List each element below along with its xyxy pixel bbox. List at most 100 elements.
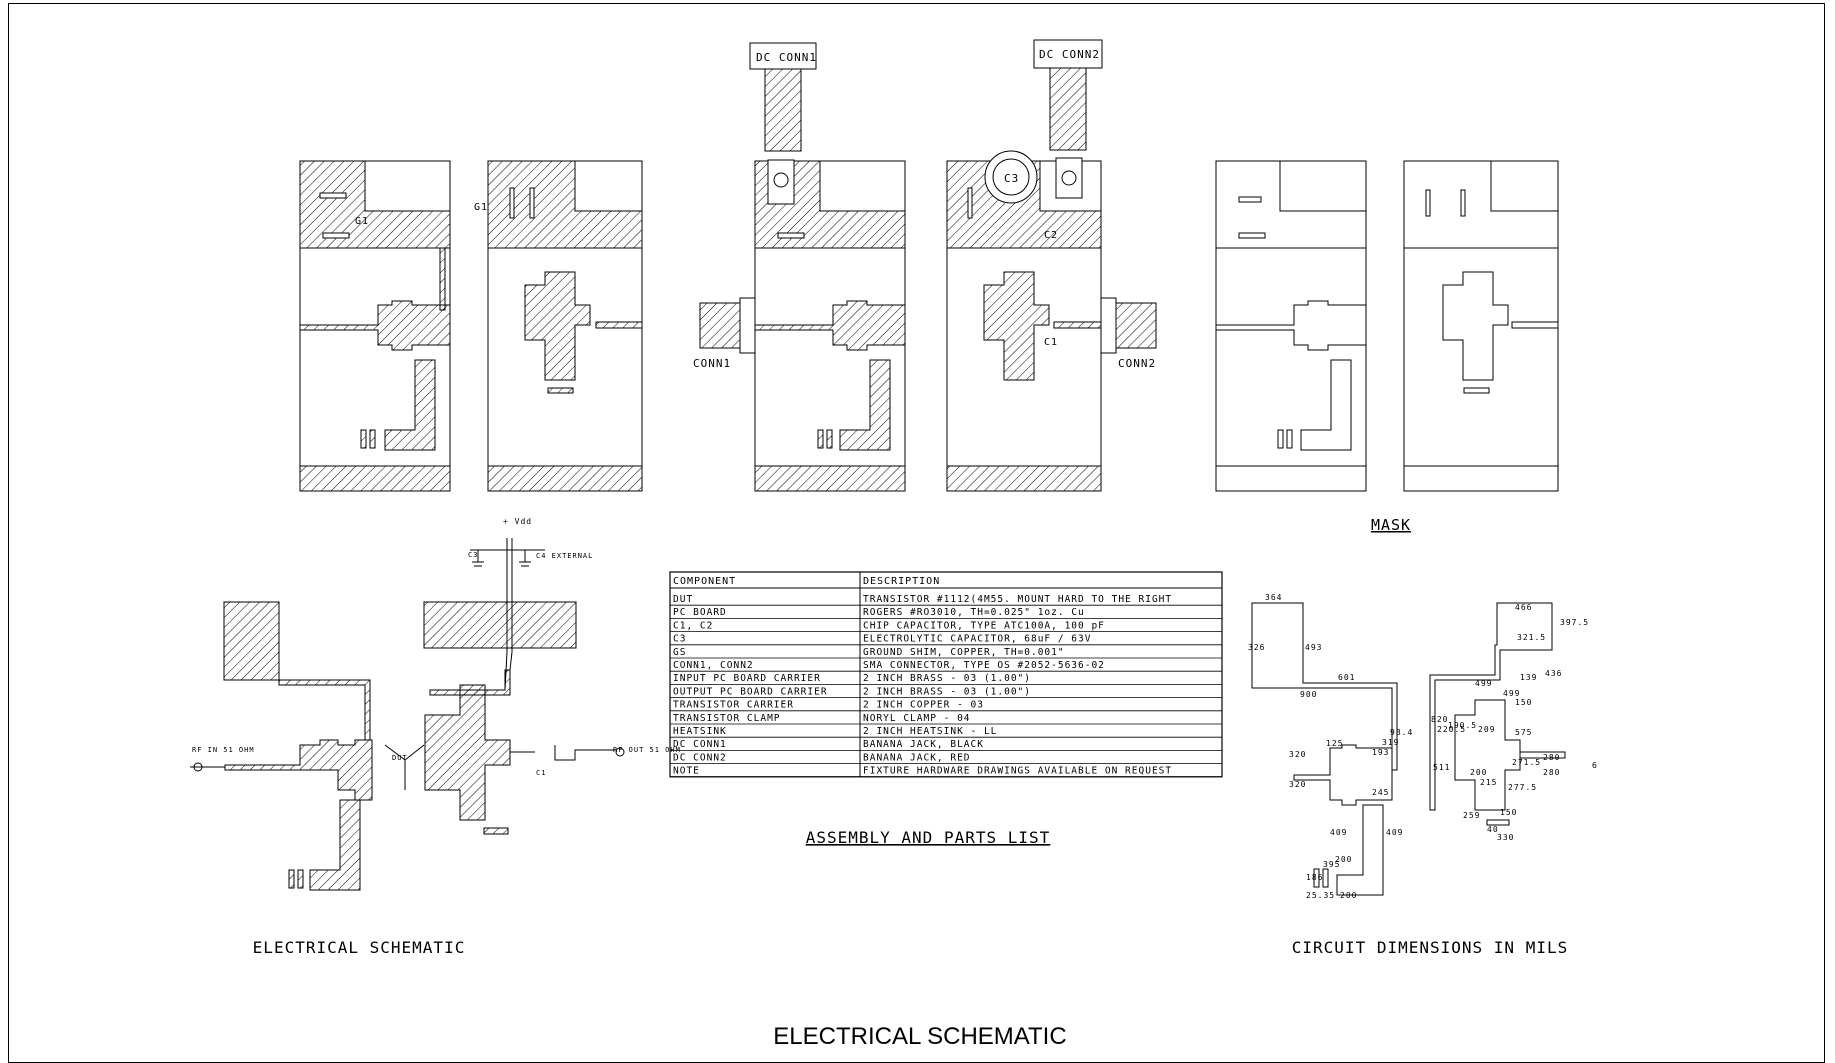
dimension-label: 25.35 [1306, 891, 1335, 900]
table-cell-description: SMA CONNECTOR, TYPE OS #2052-5636-02 [863, 660, 1105, 671]
g1b-label: G1 [474, 202, 488, 213]
c3-schematic-label: C3 [468, 551, 478, 559]
dimension-label: 321.5 [1517, 633, 1546, 642]
dimension-label: 601 [1338, 673, 1355, 682]
dimension-label: 330 [1497, 833, 1514, 842]
table-cell-component: CONN1, CONN2 [673, 660, 754, 671]
dimension-label: 499 [1503, 689, 1520, 698]
table-cell-component: DC CONN1 [673, 739, 727, 750]
dimension-label: 409 [1330, 828, 1347, 837]
dimension-label: 125 [1326, 739, 1343, 748]
table-cell-description: GROUND SHIM, COPPER, TH=0.001" [863, 647, 1065, 658]
table-cell-description: TRANSISTOR #1112(4M55. MOUNT HARD TO THE… [863, 594, 1172, 605]
g1-label: G1 [355, 216, 369, 227]
table-cell-component: C1, C2 [673, 620, 713, 631]
table-cell-description: BANANA JACK, RED [863, 752, 971, 763]
dimension-label: 575 [1515, 728, 1532, 737]
table-cell-component: TRANSISTOR CLAMP [673, 713, 781, 724]
table-cell-component: NOTE [673, 766, 700, 777]
dimension-label: 319 [1382, 738, 1399, 747]
dimension-label: 6 [1592, 761, 1598, 770]
table-cell-description: ROGERS #RO3010, TH=0.025" 1oz. Cu [863, 607, 1085, 618]
board-pair-2: C3 C2 C1 DC CONN1 DC CONN2 CONN1 CONN2 [693, 39, 1157, 492]
table-cell-component: DUT [673, 594, 693, 605]
table-cell-description: FIXTURE HARDWARE DRAWINGS AVAILABLE ON R… [863, 766, 1172, 777]
dimension-label: 200 [1335, 855, 1352, 864]
board-pair-1: G1 G1 [299, 160, 643, 492]
dimension-label: 215 [1480, 778, 1497, 787]
table-cell-description: 2 INCH HEATSINK - LL [863, 726, 997, 737]
dimension-label: 409 [1386, 828, 1403, 837]
table-cell-description: 2 INCH COPPER - 03 [863, 700, 984, 711]
table-cell-description: 2 INCH BRASS - 03 (1.00") [863, 686, 1031, 697]
conn1-label: CONN1 [693, 357, 731, 370]
dimension-label: 493 [1305, 643, 1322, 652]
footer-title: ELECTRICAL SCHEMATIC [773, 1023, 1066, 1050]
table-cell-description: NORYL CLAMP - 04 [863, 713, 971, 724]
dimension-label: 499 [1475, 679, 1492, 688]
table-cell-description: BANANA JACK, BLACK [863, 739, 984, 750]
c4-schematic-label: C4 EXTERNAL [536, 552, 593, 560]
mask-title: MASK [1371, 516, 1411, 534]
dimension-drawing [1251, 602, 1566, 896]
table-cell-component: TRANSISTOR CARRIER [673, 700, 794, 711]
rf-out-label: RF OUT 51 OHM [613, 746, 681, 754]
dimension-label: 245 [1372, 788, 1389, 797]
table-cell-component: PC BOARD [673, 607, 727, 618]
dimension-label: 511 [1433, 763, 1450, 772]
dimension-label: 280 [1543, 768, 1560, 777]
dimension-label: 200 [1340, 891, 1357, 900]
dimension-label: 395 [1323, 860, 1340, 869]
dimension-label: 139 [1520, 673, 1537, 682]
table-cell-component: C3 [673, 634, 686, 645]
schematic-title: ELECTRICAL SCHEMATIC [253, 938, 466, 957]
table-cell-component: INPUT PC BOARD CARRIER [673, 673, 821, 684]
dimension-label: 259 [1463, 811, 1480, 820]
dimension-label: 150 [1500, 808, 1517, 817]
dimension-label: 209 [1478, 725, 1495, 734]
table-cell-component: HEATSINK [673, 726, 727, 737]
dimension-label: 190.5 [1448, 721, 1477, 730]
dimension-label: 820 [1431, 715, 1448, 724]
rf-in-label: RF IN 51 OHM [192, 746, 255, 754]
dimension-label: 200 [1470, 768, 1487, 777]
parts-table-title: ASSEMBLY AND PARTS LIST [806, 828, 1051, 847]
table-cell-description: 2 INCH BRASS - 03 (1.00") [863, 673, 1031, 684]
dimension-label: 271.5 [1512, 758, 1541, 767]
table-cell-component: OUTPUT PC BOARD CARRIER [673, 686, 828, 697]
dimension-label: 280 [1543, 753, 1560, 762]
dimension-label: 466 [1515, 603, 1532, 612]
table-cell-description: CHIP CAPACITOR, TYPE ATC100A, 100 pF [863, 620, 1105, 631]
c2-label: C2 [1044, 230, 1058, 241]
dimension-label: 397.5 [1560, 618, 1589, 627]
c3-label: C3 [1004, 172, 1019, 185]
mask-boards [1215, 160, 1559, 492]
dimension-label: 193 [1372, 748, 1389, 757]
dimension-label: 277.5 [1508, 783, 1537, 792]
dimension-label: 320 [1289, 750, 1306, 759]
dimension-label: 186 [1306, 873, 1323, 882]
dimension-label: 98.4 [1390, 728, 1413, 737]
dimension-label: 320 [1289, 780, 1306, 789]
table-cell-description: ELECTROLYTIC CAPACITOR, 68uF / 63V [863, 634, 1091, 645]
dimensions-title: CIRCUIT DIMENSIONS IN MILS [1292, 938, 1568, 957]
table-cell-component: DC CONN2 [673, 752, 727, 763]
dimension-label: 326 [1248, 643, 1265, 652]
dc-conn1-label: DC CONN1 [756, 51, 817, 64]
conn2-label: CONN2 [1118, 357, 1156, 370]
dut-label: DUT [392, 754, 408, 762]
vdd-label: + Vdd [503, 517, 532, 526]
dimension-label: 900 [1300, 690, 1317, 699]
c1-schematic-label: C1 [536, 769, 546, 777]
c1-label: C1 [1044, 337, 1058, 348]
dimension-label: 150 [1515, 698, 1532, 707]
table-header-component: COMPONENT [673, 576, 736, 587]
schematic: + Vdd C3 C4 EXTERNAL RF IN 51 OHM RF OUT… [190, 517, 681, 891]
dimension-label: 436 [1545, 669, 1562, 678]
dc-conn2-label: DC CONN2 [1039, 48, 1100, 61]
table-header-description: DESCRIPTION [863, 576, 940, 587]
dimension-label: 40 [1487, 825, 1499, 834]
dimension-label: 220.5 [1437, 725, 1466, 734]
